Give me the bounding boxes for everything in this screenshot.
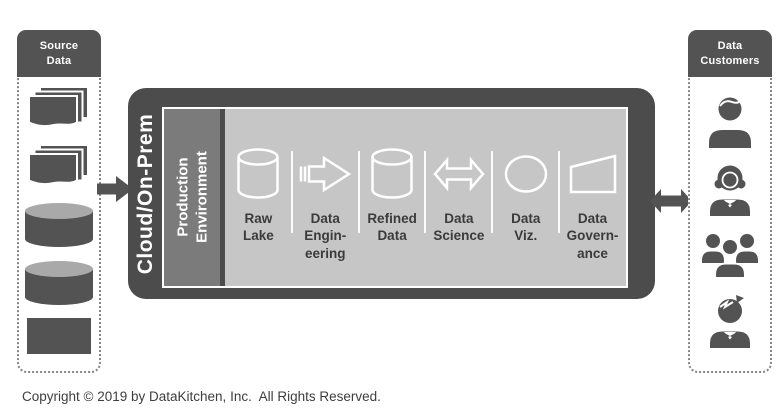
stage-label: Data Govern- ance xyxy=(566,211,619,261)
production-environment-label: Production Environment xyxy=(174,151,211,243)
stage-label: Data Viz. xyxy=(511,211,541,244)
document-stack-icon xyxy=(28,144,89,186)
pipeline: Raw Lake xyxy=(225,109,626,286)
person-icon xyxy=(709,97,751,148)
source-data-title-line1: Source xyxy=(39,39,79,52)
source-data-panel: Source Data xyxy=(17,30,101,373)
data-customers-header: Data Customers xyxy=(688,30,772,77)
stage-label: Data Engin- eering xyxy=(304,211,347,261)
data-customers-items xyxy=(690,80,770,371)
people-group-icon xyxy=(702,234,758,278)
source-data-items xyxy=(19,80,99,371)
data-customers-title-line2: Customers xyxy=(700,54,760,67)
pipeline-stage-data-governance: Data Govern- ance xyxy=(559,109,626,286)
data-block-icon xyxy=(27,318,91,354)
person-female-icon xyxy=(710,165,750,216)
data-engineering-icon xyxy=(299,155,352,193)
pipeline-stage-raw-lake: Raw Lake xyxy=(225,109,293,286)
arrow-left-right-icon xyxy=(650,189,692,213)
pipeline-stage-refined-data: Refined Data xyxy=(359,109,427,286)
source-data-header: Source Data xyxy=(17,30,101,77)
cloud-onprem-box: Cloud/On-Prem Production Environment xyxy=(128,88,655,299)
arrow-right-icon xyxy=(97,176,133,202)
data-viz-icon xyxy=(504,155,547,193)
person-bowtie-icon xyxy=(710,295,750,348)
production-environment-band: Production Environment xyxy=(164,109,220,286)
production-environment-panel: Production Environment xyxy=(162,107,628,288)
source-data-title-line2: Data xyxy=(46,54,72,67)
data-science-icon xyxy=(433,156,485,192)
raw-lake-icon xyxy=(237,148,280,199)
refined-data-icon xyxy=(371,148,413,199)
data-customers-title-line1: Data xyxy=(717,39,743,52)
cloud-onprem-label: Cloud/On-Prem xyxy=(134,113,157,275)
pipeline-stage-data-viz: Data Viz. xyxy=(492,109,560,286)
data-governance-icon xyxy=(569,154,616,194)
database-icon xyxy=(25,261,93,305)
pipeline-stage-data-science: Data Science xyxy=(425,109,494,286)
database-icon xyxy=(25,203,93,247)
pipeline-stage-data-engineering: Data Engin- eering xyxy=(292,109,360,286)
stage-label: Data Science xyxy=(433,211,485,244)
document-stack-icon xyxy=(28,86,89,128)
stage-label: Raw Lake xyxy=(243,211,274,244)
copyright-text: Copyright © 2019 by DataKitchen, Inc. Al… xyxy=(22,389,381,404)
stage-label: Refined Data xyxy=(367,211,417,244)
data-customers-panel: Data Customers xyxy=(688,30,772,373)
